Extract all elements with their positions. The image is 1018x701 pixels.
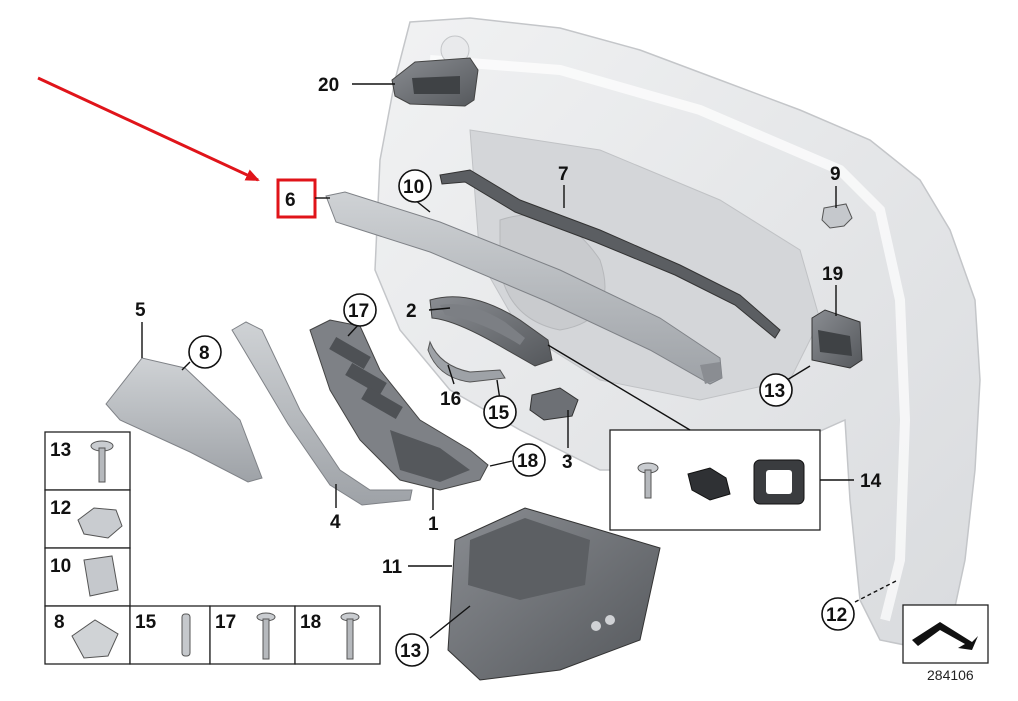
callout-7: 7 [558,164,569,185]
callout-14: 14 [860,471,882,492]
legend-10-clip-icon [83,555,119,597]
reference-number: 284106 [927,667,974,683]
callout-9: 9 [830,164,841,185]
legend-18-screw-icon [340,612,360,660]
callout-1: 1 [428,514,439,535]
assembly-symbol-icon [902,604,989,664]
callout-19: 19 [822,264,843,285]
part-14-clip-icon [687,467,731,501]
callout-16: 16 [440,389,461,410]
callout-13-pocket: 13 [400,641,421,662]
part-20-bracket [391,57,479,107]
callout-10: 10 [403,177,424,198]
part-1-switch-panel [309,319,489,491]
callout-2: 2 [406,301,417,322]
part-14-screw-icon [637,462,659,499]
leader-lines [141,83,899,639]
part-4-trim [231,321,413,506]
legend-17-screw-icon [256,612,276,660]
part-9-clip [821,203,853,229]
callout-11: 11 [382,557,403,578]
highlight-box-6 [276,178,317,219]
part-19-bracket [811,309,863,369]
legend-label-12: 12 [50,498,71,519]
callout-15: 15 [488,403,510,424]
callout-6: 6 [285,190,296,211]
callout-20: 20 [318,75,339,96]
legend-15-pin-icon [181,613,191,657]
callout-8: 8 [199,343,210,364]
part-14-grommet-icon [753,459,805,505]
legend-label-17: 17 [215,612,236,633]
legend-12-nut-icon [77,507,123,539]
callout-4: 4 [330,512,341,533]
callout-13-door: 13 [764,381,785,402]
part-5-cover [105,357,263,483]
legend-label-13: 13 [50,440,71,461]
legend-label-15: 15 [135,612,157,633]
callouts: 6 20 10 7 9 19 13 2 17 5 8 16 15 18 3 1 … [135,75,882,667]
callout-5: 5 [135,300,146,321]
callout-12: 12 [826,605,847,626]
part-11-pocket [447,507,661,681]
legend-label-18: 18 [300,612,321,633]
red-pointer-arrow [37,76,260,182]
part-6-trim [325,191,723,385]
legend-13-screw-icon [90,440,114,483]
callout-17: 17 [348,301,369,322]
fastener-legend: 13 12 10 8 15 17 18 [44,431,381,665]
part-2-handle [429,296,553,367]
legend-label-10: 10 [50,556,71,577]
callout-3: 3 [562,452,573,473]
legend-8-speednut-icon [71,619,119,659]
legend-label-8: 8 [54,612,65,633]
callout-18: 18 [517,451,538,472]
part-3-bracket [529,387,579,421]
part-16-pull [427,340,506,383]
part-7-strip [439,169,781,339]
